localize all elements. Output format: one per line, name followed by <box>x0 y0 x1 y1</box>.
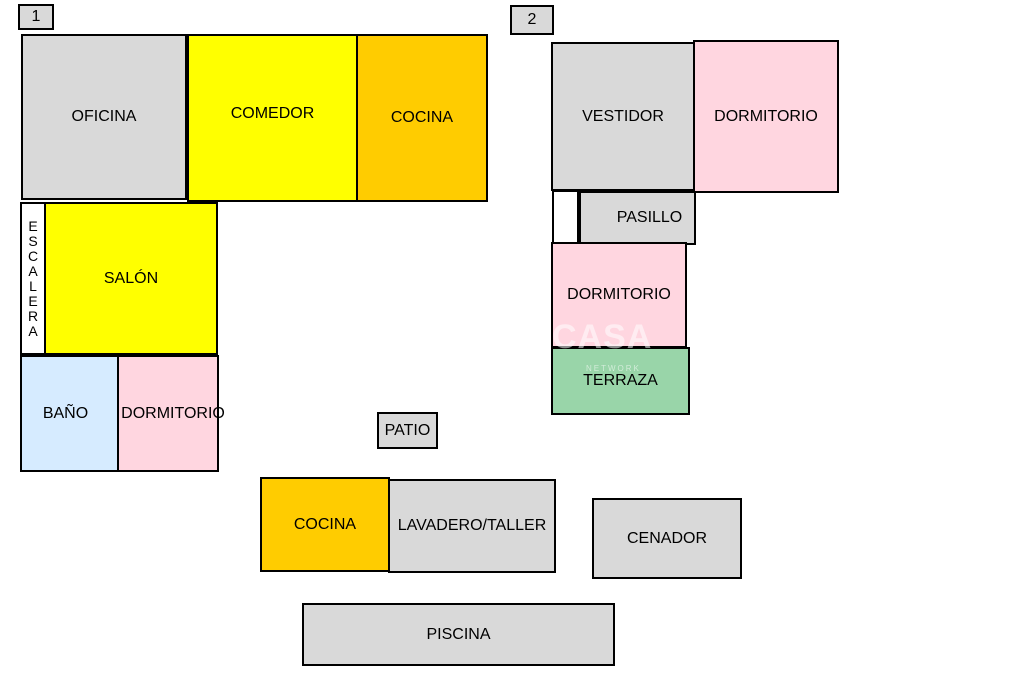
room-oficina: OFICINA <box>21 34 187 200</box>
room-terraza-label: TERRAZA <box>583 372 658 389</box>
area-piscina: PISCINA <box>302 603 615 666</box>
room-bano: BAÑO <box>20 355 119 472</box>
room-dormitorio-2b-label: DORMITORIO <box>567 286 671 303</box>
floor-2-label: 2 <box>527 11 537 28</box>
room-cocina-ext: COCINA <box>260 477 390 572</box>
room-oficina-label: OFICINA <box>71 108 137 125</box>
room-pasillo: PASILLO <box>577 191 696 245</box>
room-comedor-label: COMEDOR <box>230 105 315 122</box>
room-lavadero: LAVADERO/TALLER <box>388 479 556 573</box>
area-cenador: CENADOR <box>592 498 742 579</box>
floor-1-label: 1 <box>31 8 41 25</box>
room-salon: SALÓN <box>44 202 218 355</box>
area-cenador-label: CENADOR <box>626 529 707 547</box>
floor-2-tag: 2 <box>510 5 554 35</box>
room-vestidor-label: VESTIDOR <box>582 107 664 125</box>
room-cocina-ext-label: COCINA <box>293 515 357 533</box>
floor-1-tag: 1 <box>18 4 54 30</box>
room-dormitorio-1-label: DORMITORIO <box>121 404 225 422</box>
room-dormitorio-2a-label: DORMITORIO <box>714 107 818 125</box>
room-cocina-1-label: COCINA <box>390 109 454 126</box>
room-cocina-1: COCINA <box>356 34 488 202</box>
room-lavadero-label: LAVADERO/TALLER <box>397 517 547 534</box>
area-piscina-label: PISCINA <box>426 625 491 643</box>
room-pasillo-label: PASILLO <box>616 209 683 226</box>
room-dormitorio-2a: DORMITORIO <box>693 40 839 193</box>
room-vestidor: VESTIDOR <box>551 42 695 191</box>
room-escalera: ESCALERA <box>20 202 46 355</box>
room-terraza: TERRAZA <box>551 347 690 415</box>
room-bano-label: BAÑO <box>42 404 89 422</box>
stair-void <box>552 190 579 244</box>
area-patio: PATIO <box>377 412 438 449</box>
room-dormitorio-1: DORMITORIO <box>117 355 225 472</box>
watermark-sub-graphic: NETWORK <box>586 364 641 373</box>
room-escalera-label: ESCALERA <box>27 217 39 339</box>
room-salon-label: SALÓN <box>103 269 159 287</box>
room-comedor: COMEDOR <box>187 34 358 202</box>
room-dormitorio-2b: DORMITORIO <box>551 242 687 348</box>
area-patio-label: PATIO <box>384 421 431 439</box>
